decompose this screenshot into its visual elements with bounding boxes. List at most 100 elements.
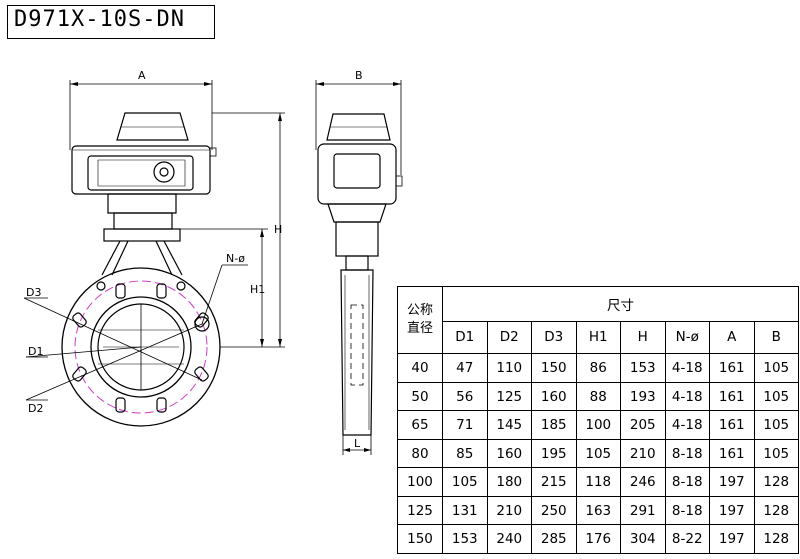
row-nominal-diameter: 150 xyxy=(397,524,443,554)
dimension-b xyxy=(315,80,402,175)
table-cell: 180 xyxy=(486,467,532,497)
table-cell: 150 xyxy=(531,353,577,383)
table-cell: 160 xyxy=(531,381,577,412)
table-cell: 161 xyxy=(709,438,755,469)
dimension-h1 xyxy=(180,228,285,348)
label-h: H xyxy=(274,223,282,236)
column-header: D2 xyxy=(486,320,532,355)
table-cell: 105 xyxy=(753,381,799,412)
dimension-h xyxy=(212,112,285,347)
table-cell: 210 xyxy=(486,495,532,526)
table-cell: 100 xyxy=(575,410,621,440)
table-cell: 197 xyxy=(709,495,755,526)
table-cell: 304 xyxy=(620,524,666,554)
table-cell: 118 xyxy=(575,467,621,497)
column-header: H1 xyxy=(575,320,621,355)
label-l: L xyxy=(354,437,361,450)
table-cell: 291 xyxy=(620,495,666,526)
label-h1: H1 xyxy=(250,283,265,296)
corner-line-1: 公称 xyxy=(406,303,433,319)
table-cell: 285 xyxy=(531,524,577,554)
corner-line-2: 直径 xyxy=(406,321,433,337)
table-cell: 161 xyxy=(709,410,755,440)
table-cell: 88 xyxy=(575,381,621,412)
side-view xyxy=(317,113,403,455)
table-cell: 205 xyxy=(620,410,666,440)
table-cell: 8-22 xyxy=(664,524,710,554)
table-cell: 128 xyxy=(753,467,799,497)
table-cell: 4-18 xyxy=(664,353,710,383)
nominal-diameter-header: 公称 直径 xyxy=(397,285,443,355)
table-cell: 240 xyxy=(486,524,532,554)
table-cell: 153 xyxy=(620,353,666,383)
table-cell: 105 xyxy=(753,410,799,440)
table-cell: 47 xyxy=(442,353,488,383)
table-cell: 250 xyxy=(531,495,577,526)
table-cell: 163 xyxy=(575,495,621,526)
drawing-title: D971X-10S-DN xyxy=(14,7,185,32)
label-d1: D1 xyxy=(28,345,43,358)
table-cell: 8-18 xyxy=(664,495,710,526)
table-cell: 145 xyxy=(486,410,532,440)
size-group-header: 尺寸 xyxy=(442,286,799,322)
table-cell: 105 xyxy=(575,438,621,469)
table-cell: 185 xyxy=(531,410,577,440)
table-cell: 128 xyxy=(753,524,799,554)
table-cell: 215 xyxy=(531,467,577,497)
label-n-phi: N-ø xyxy=(226,252,245,265)
row-nominal-diameter: 100 xyxy=(397,467,443,497)
table-cell: 131 xyxy=(442,495,488,526)
row-nominal-diameter: 65 xyxy=(397,410,443,440)
table-cell: 153 xyxy=(442,524,488,554)
table-cell: 4-18 xyxy=(664,410,710,440)
table-cell: 4-18 xyxy=(664,381,710,412)
column-header: H xyxy=(620,320,666,355)
front-flange xyxy=(23,264,248,427)
table-cell: 85 xyxy=(442,438,488,469)
table-cell: 193 xyxy=(620,381,666,412)
label-a: A xyxy=(138,69,146,82)
table-cell: 105 xyxy=(442,467,488,497)
table-cell: 195 xyxy=(531,438,577,469)
label-d3: D3 xyxy=(26,286,41,299)
table-cell: 8-18 xyxy=(664,467,710,497)
label-d2: D2 xyxy=(28,402,43,415)
table-cell: 197 xyxy=(709,467,755,497)
table-cell: 56 xyxy=(442,381,488,412)
label-b: B xyxy=(355,69,363,82)
table-cell: 161 xyxy=(709,353,755,383)
table-cell: 161 xyxy=(709,381,755,412)
column-header: D1 xyxy=(442,320,488,355)
column-header: N-ø xyxy=(664,320,710,355)
table-cell: 86 xyxy=(575,353,621,383)
row-nominal-diameter: 50 xyxy=(397,381,443,412)
table-cell: 125 xyxy=(486,381,532,412)
table-cell: 105 xyxy=(753,353,799,383)
table-cell: 128 xyxy=(753,495,799,526)
column-header: B xyxy=(753,320,799,355)
table-cell: 105 xyxy=(753,438,799,469)
front-actuator xyxy=(71,112,217,276)
column-header: D3 xyxy=(531,320,577,355)
table-cell: 176 xyxy=(575,524,621,554)
table-cell: 246 xyxy=(620,467,666,497)
row-nominal-diameter: 80 xyxy=(397,438,443,469)
table-cell: 160 xyxy=(486,438,532,469)
table-cell: 110 xyxy=(486,353,532,383)
row-nominal-diameter: 125 xyxy=(397,495,443,526)
row-nominal-diameter: 40 xyxy=(397,353,443,383)
table-cell: 210 xyxy=(620,438,666,469)
dimension-a xyxy=(69,80,213,150)
table-cell: 8-18 xyxy=(664,438,710,469)
title-frame xyxy=(7,5,215,39)
table-cell: 71 xyxy=(442,410,488,440)
